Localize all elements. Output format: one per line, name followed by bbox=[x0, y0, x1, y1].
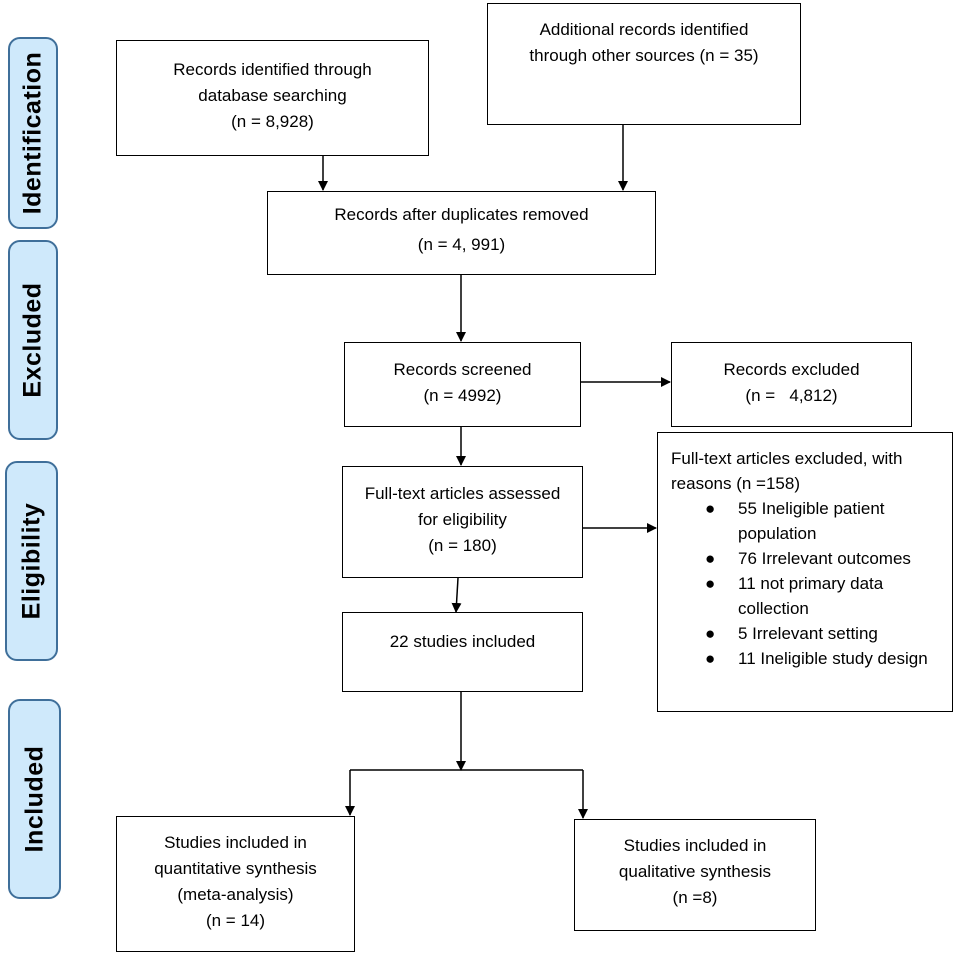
exclusion-reason-item: ● 5 Irrelevant setting bbox=[671, 621, 952, 646]
qualitative-line-2: qualitative synthesis bbox=[618, 862, 772, 881]
exclusion-reason-item: ● 55 Ineligible patient population bbox=[671, 496, 952, 546]
phase-identification-label: Identification bbox=[18, 51, 47, 215]
exclusion-reason-text: 55 Ineligible patient bbox=[738, 499, 885, 518]
fulltext-assessed-line-2: for eligibility bbox=[418, 510, 507, 529]
exclusion-reason-text: 5 Irrelevant setting bbox=[738, 624, 878, 643]
qualitative-line-1: Studies included in bbox=[623, 836, 767, 855]
bullet-icon: ● bbox=[705, 624, 716, 643]
records-screened-box: Records screened (n = 4992) bbox=[344, 342, 581, 427]
quantitative-count: (n = 14) bbox=[205, 911, 266, 930]
fulltext-excluded-box: Full-text articles excluded, with reason… bbox=[657, 432, 953, 712]
exclusion-reason-text-cont: collection bbox=[738, 599, 809, 618]
duplicates-removed-line-1: Records after duplicates removed bbox=[334, 205, 589, 224]
phase-eligibility: Eligibility bbox=[5, 461, 58, 661]
database-search-count: (n = 8,928) bbox=[231, 112, 314, 131]
records-excluded-line-1: Records excluded bbox=[723, 360, 860, 379]
exclusion-reason-item: ● 11 not primary data collection bbox=[671, 571, 952, 621]
duplicates-removed-count: (n = 4, 991) bbox=[417, 235, 506, 254]
records-screened-line-1: Records screened bbox=[393, 360, 532, 379]
phase-excluded: Excluded bbox=[8, 240, 58, 440]
bullet-icon: ● bbox=[705, 499, 716, 518]
records-screened-count: (n = 4992) bbox=[423, 386, 502, 405]
studies-included-label: 22 studies included bbox=[389, 632, 536, 651]
quantitative-line-1: Studies included in bbox=[164, 833, 307, 852]
quantitative-line-3: (meta-analysis) bbox=[177, 885, 294, 904]
exclusion-reason-text: 11 Ineligible study design bbox=[738, 649, 928, 668]
records-excluded-box: Records excluded (n = 4,812) bbox=[671, 342, 912, 427]
qualitative-count: (n =8) bbox=[672, 888, 718, 907]
fulltext-excluded-header-1: Full-text articles excluded, with bbox=[671, 449, 903, 468]
phase-identification: Identification bbox=[8, 37, 58, 229]
bullet-icon: ● bbox=[705, 649, 716, 668]
studies-included-box: 22 studies included bbox=[342, 612, 583, 692]
exclusion-reason-text: 11 not primary data bbox=[738, 574, 884, 593]
exclusion-reasons-list: ● 55 Ineligible patient population ● 76 … bbox=[671, 496, 952, 671]
fulltext-assessed-count: (n = 180) bbox=[428, 536, 497, 555]
exclusion-reason-item: ● 76 Irrelevant outcomes bbox=[671, 546, 952, 571]
other-sources-line-2: through other sources (n = 35) bbox=[529, 46, 759, 65]
phase-eligibility-label: Eligibility bbox=[17, 502, 45, 620]
database-search-line-2: database searching bbox=[198, 86, 347, 105]
phase-included: Included bbox=[8, 699, 61, 899]
exclusion-reason-text: 76 Irrelevant outcomes bbox=[738, 549, 911, 568]
bullet-icon: ● bbox=[705, 574, 716, 593]
quantitative-synthesis-box: Studies included in quantitative synthes… bbox=[116, 816, 355, 952]
arrow-fulltext-to-included bbox=[451, 577, 462, 613]
other-sources-box: Additional records identified through ot… bbox=[487, 3, 801, 125]
exclusion-reason-text-cont: population bbox=[738, 524, 817, 543]
phase-excluded-label: Excluded bbox=[18, 282, 47, 398]
phase-included-label: Included bbox=[20, 745, 48, 853]
bullet-icon: ● bbox=[705, 549, 716, 568]
fulltext-assessed-box: Full-text articles assessed for eligibil… bbox=[342, 466, 583, 578]
duplicates-removed-box: Records after duplicates removed (n = 4,… bbox=[267, 191, 656, 275]
quantitative-line-2: quantitative synthesis bbox=[154, 859, 317, 878]
exclusion-reason-item: ● 11 Ineligible study design bbox=[671, 646, 952, 671]
database-search-line-1: Records identified through bbox=[173, 60, 372, 79]
fulltext-excluded-header-2: reasons (n =158) bbox=[671, 474, 800, 493]
records-excluded-count: (n = 4,812) bbox=[745, 386, 838, 405]
database-search-box: Records identified through database sear… bbox=[116, 40, 429, 156]
fulltext-assessed-line-1: Full-text articles assessed bbox=[364, 484, 561, 503]
other-sources-line-1: Additional records identified bbox=[539, 20, 749, 39]
qualitative-synthesis-box: Studies included in qualitative synthesi… bbox=[574, 819, 816, 931]
